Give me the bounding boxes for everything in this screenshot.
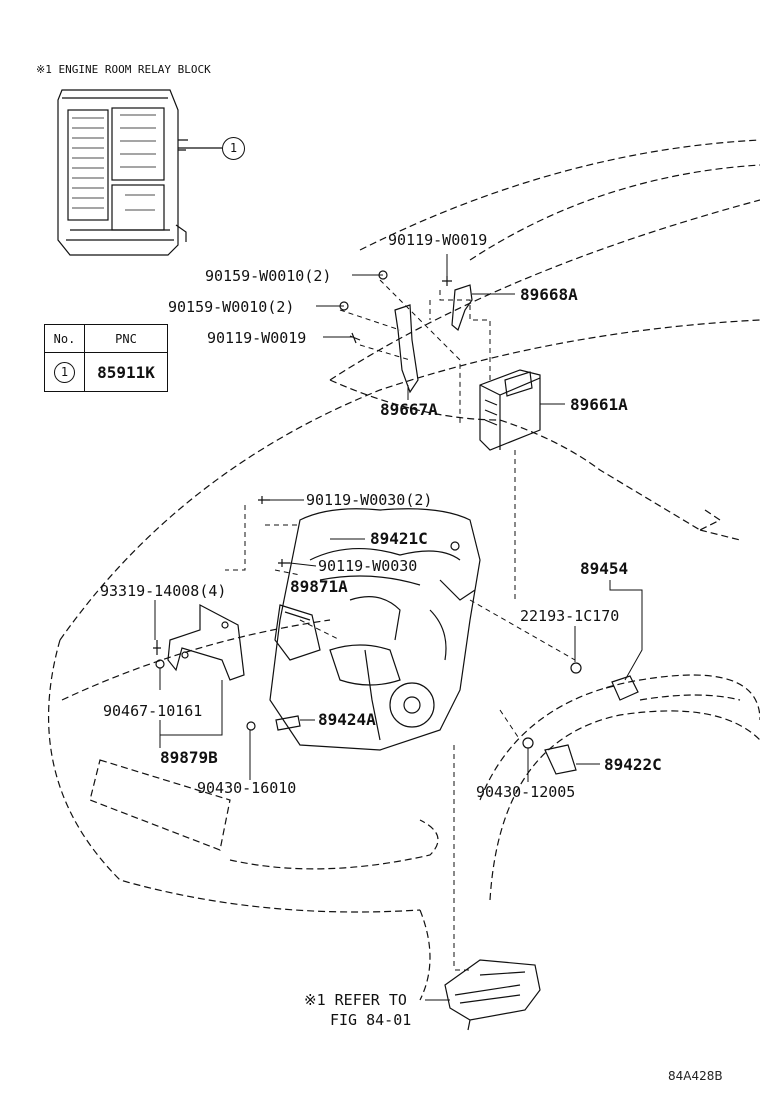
part-label-89668a: 89668A [520,285,578,304]
part-label-89871a: 89871A [290,577,348,596]
bracket-89879b-drawing [167,604,245,681]
part-label-90119-w0019-top: 90119-W0019 [388,231,488,249]
refer-note-line2: FIG 84-01 [330,1011,412,1029]
table-header-pnc: PNC [84,324,168,353]
table-header-no: No. [44,324,85,353]
part-label-90119-w0030: 90119-W0030 [318,557,418,575]
refer-note-line1: ※1 REFER TO [304,991,407,1009]
table-cell-pnc: 85911K [84,352,168,392]
figure-code: 84A428B [668,1069,723,1083]
part-label-90430-12005: 90430-12005 [476,783,576,801]
relay-block-bottom-drawing [444,959,541,1031]
part-label-90159-w0010-a: 90159-W0010(2) [205,267,332,285]
engine-drawing [269,508,481,751]
table-cell-no: 1 [44,352,85,392]
part-label-89421c: 89421C [370,529,428,548]
part-label-89667a: 89667A [380,400,438,419]
part-label-22193-1c170: 22193-1C170 [520,607,620,625]
part-label-89424a: 89424A [318,710,376,729]
part-label-89879b: 89879B [160,748,218,767]
part-label-89422c: 89422C [604,755,662,774]
part-label-89661a: 89661A [570,395,628,414]
part-label-90159-w0010-b: 90159-W0010(2) [168,298,295,316]
relay-block-note: ※1 ENGINE ROOM RELAY BLOCK [36,63,211,76]
part-label-90467-10161: 90467-10161 [103,702,203,720]
part-label-90430-16010: 90430-16010 [197,779,297,797]
pnc-table: No. PNC 1 85911K [44,324,168,392]
callout-circle-1: 1 [222,137,245,160]
ecu-drawing [479,369,541,451]
part-label-90119-w0030-2: 90119-W0030(2) [306,491,433,509]
part-label-90119-w0019-mid: 90119-W0019 [207,329,307,347]
table-cell-no-circle: 1 [54,362,75,383]
part-label-93319-14008: 93319-14008(4) [100,582,227,600]
part-label-89454: 89454 [580,559,629,578]
relay-block-drawing [57,89,222,256]
